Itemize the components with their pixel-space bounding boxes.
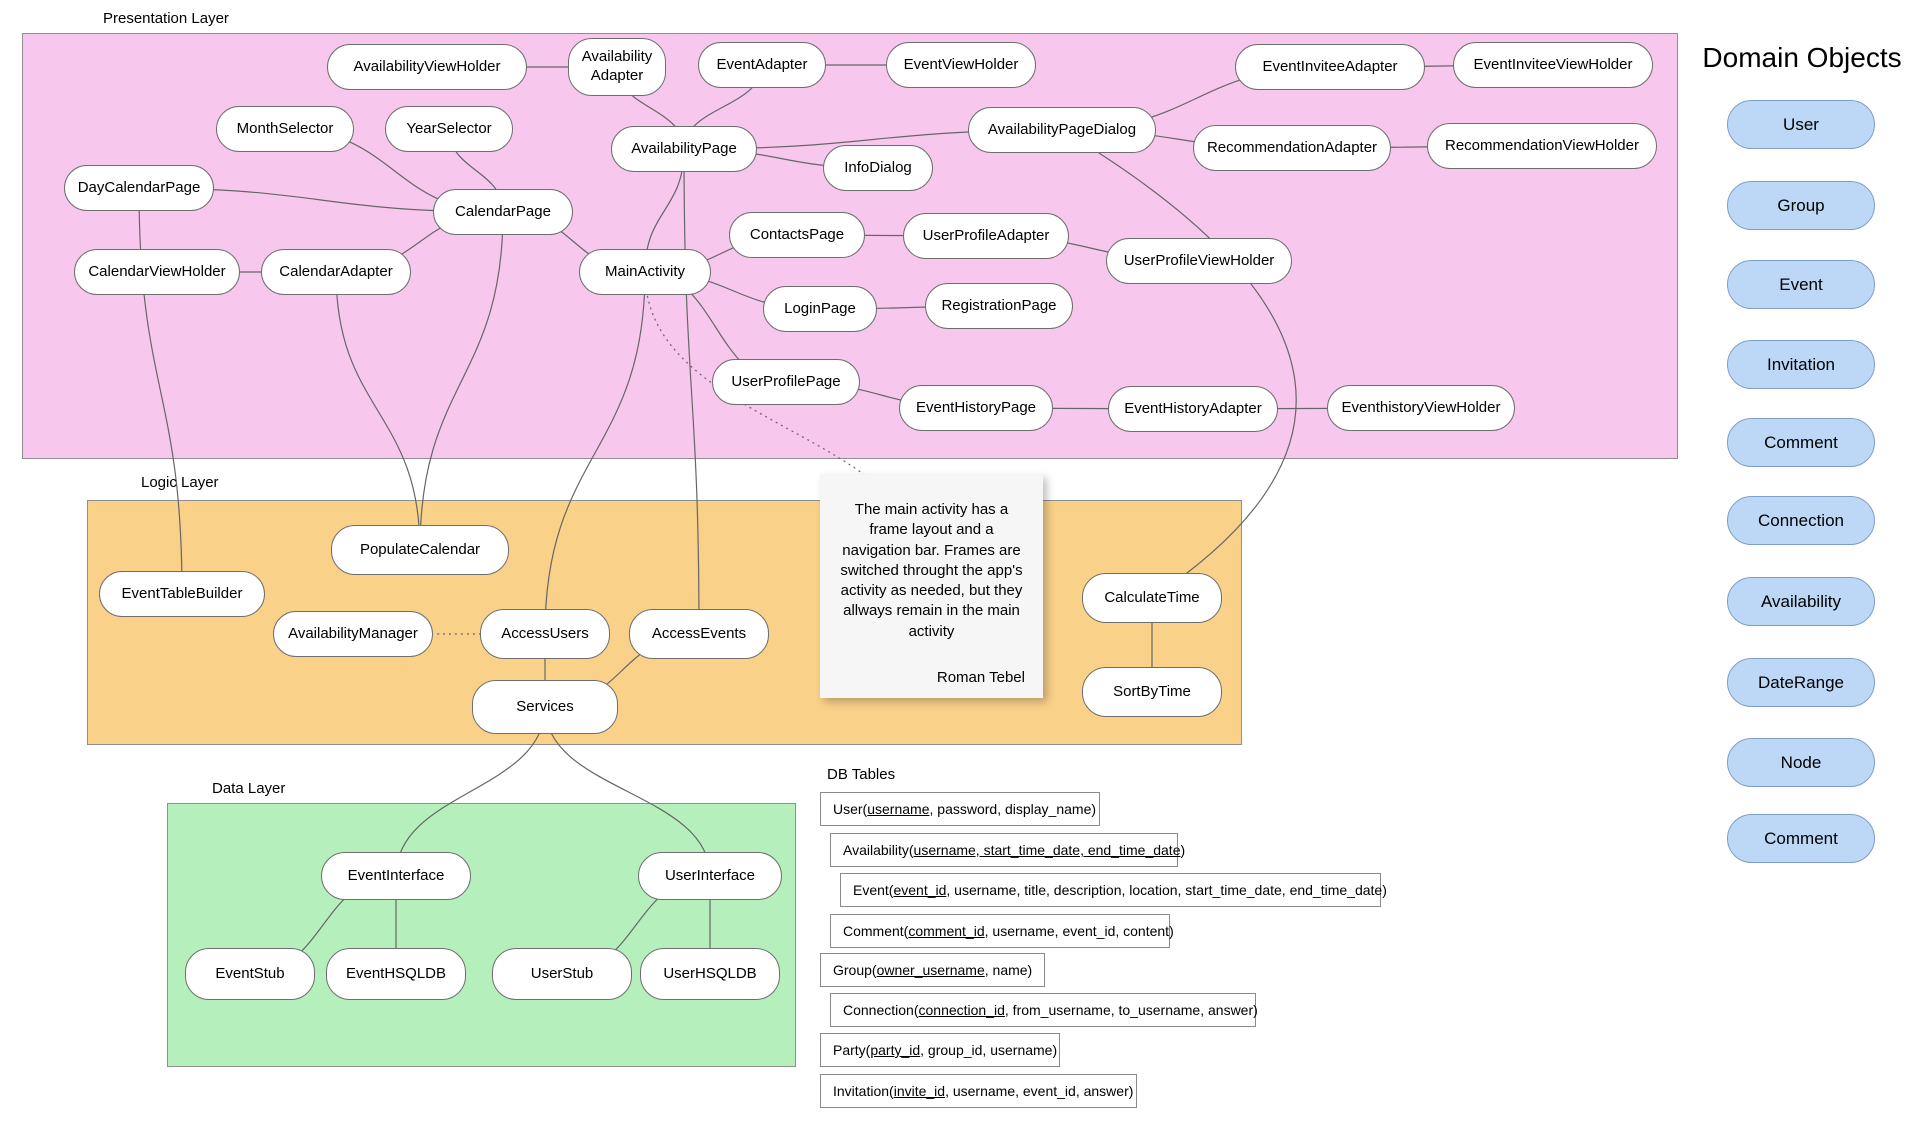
db-table-name: Party( [833,1042,871,1058]
db-table-name: Invitation( [833,1083,894,1099]
node-RecommendationViewHolder: RecommendationViewHolder [1427,123,1657,169]
node-EventTableBuilder: EventTableBuilder [99,571,265,617]
data-layer-box [167,803,796,1067]
sticky-note: The main activity has a frame layout and… [820,474,1043,698]
node-EventViewHolder: EventViewHolder [886,42,1036,88]
db-table-cols: , group_id, username) [920,1042,1058,1058]
db-table-name: Connection( [843,1002,919,1018]
domain-object-group: Group [1727,181,1875,230]
presentation-layer-label: Presentation Layer [103,10,229,27]
node-EventAdapter: EventAdapter [698,42,826,88]
node-AvailabilityPage: AvailabilityPage [611,126,757,172]
db-table-name: Availability( [843,842,914,858]
db-table-key: event_id [893,882,947,898]
db-table-connection: Connection(connection_id, from_username,… [830,993,1258,1027]
note-text: The main activity has a frame layout and… [840,501,1023,640]
db-table-cols: , username, event_id, answer) [945,1083,1134,1099]
node-YearSelector: YearSelector [385,106,513,152]
node-EventHistoryPage: EventHistoryPage [899,385,1053,431]
domain-object-event: Event [1727,260,1875,309]
data-layer-label: Data Layer [212,780,286,797]
node-CalendarAdapter: CalendarAdapter [261,249,411,295]
domain-object-comment-2: Comment [1727,814,1875,863]
node-AvailabilityViewHolder: AvailabilityViewHolder [327,44,527,90]
db-table-cols: , password, display_name) [929,801,1097,817]
db-table-key: username [867,801,930,817]
node-MonthSelector: MonthSelector [216,106,354,152]
node-ContactsPage: ContactsPage [729,212,865,258]
db-table-cols: , username, title, description, location… [946,882,1387,898]
node-UserHSQLDB: UserHSQLDB [640,948,780,1000]
domain-object-invitation: Invitation [1727,340,1875,389]
db-table-name: Comment( [843,923,909,939]
db-tables-title: DB Tables [827,766,896,783]
node-RegistrationPage: RegistrationPage [925,283,1073,329]
db-table-group: Group(owner_username, name) [820,953,1045,987]
node-EventhistoryViewHolder: EventhistoryViewHolder [1327,385,1515,431]
node-CalendarViewHolder: CalendarViewHolder [74,249,240,295]
db-table-key: owner_username [876,962,985,978]
node-InfoDialog: InfoDialog [823,145,933,191]
db-table-key: username, start_time_date, end_time_date [913,842,1181,858]
domain-object-node: Node [1727,738,1875,787]
db-table-invitation: Invitation(invite_id, username, event_id… [820,1074,1137,1108]
node-CalculateTime: CalculateTime [1082,573,1222,623]
db-table-key: connection_id [918,1002,1005,1018]
db-table-name: User( [833,801,868,817]
node-UserInterface: UserInterface [638,852,782,900]
node-AccessEvents: AccessEvents [629,609,769,659]
node-UserStub: UserStub [492,948,632,1000]
domain-object-comment: Comment [1727,418,1875,467]
node-LoginPage: LoginPage [763,286,877,332]
node-DayCalendarPage: DayCalendarPage [64,165,214,211]
db-table-cols: ) [1180,842,1186,858]
node-AccessUsers: AccessUsers [480,609,610,659]
note-author: Roman Tebel [936,669,1025,686]
node-EventHSQLDB: EventHSQLDB [326,948,466,1000]
db-table-cols: , from_username, to_username, answer) [1004,1002,1258,1018]
node-UserProfileViewHolder: UserProfileViewHolder [1106,238,1292,284]
node-UserProfileAdapter: UserProfileAdapter [903,213,1069,259]
domain-object-connection: Connection [1727,496,1875,545]
node-AvailabilityPageDialog: AvailabilityPageDialog [968,107,1156,153]
node-MainActivity: MainActivity [579,249,711,295]
db-table-name: Group( [833,962,877,978]
node-EventStub: EventStub [185,948,315,1000]
node-EventInviteeAdapter: EventInviteeAdapter [1235,44,1425,90]
node-AvailabilityAdapter: Availability Adapter [568,38,666,96]
domain-object-availability: Availability [1727,577,1875,626]
node-EventInviteeViewHolder: EventInviteeViewHolder [1453,42,1653,88]
node-PopulateCalendar: PopulateCalendar [331,525,509,575]
db-table-comment: Comment(comment_id, username, event_id, … [830,914,1174,948]
logic-layer-label: Logic Layer [141,474,219,491]
db-table-event: Event(event_id, username, title, descrip… [840,873,1387,907]
db-table-user: User(username, password, display_name) [820,792,1100,826]
node-Services: Services [472,680,618,734]
node-AvailabilityManager: AvailabilityManager [273,611,433,657]
node-SortByTime: SortByTime [1082,667,1222,717]
db-table-availability: Availability(username, start_time_date, … [830,833,1185,867]
node-UserProfilePage: UserProfilePage [712,359,860,405]
domain-objects-title: Domain Objects [1702,42,1902,73]
domain-object-user: User [1727,100,1875,149]
node-EventInterface: EventInterface [321,852,471,900]
db-table-cols: , name) [984,962,1033,978]
node-RecommendationAdapter: RecommendationAdapter [1193,125,1391,171]
domain-object-daterange: DateRange [1727,658,1875,707]
node-CalendarPage: CalendarPage [433,189,573,235]
db-table-key: invite_id [893,1083,946,1099]
db-table-party: Party(party_id, group_id, username) [820,1033,1060,1067]
db-table-name: Event( [853,882,894,898]
db-table-key: comment_id [908,923,985,939]
db-table-cols: , username, event_id, content) [984,923,1174,939]
node-EventHistoryAdapter: EventHistoryAdapter [1108,386,1278,432]
db-table-key: party_id [870,1042,921,1058]
